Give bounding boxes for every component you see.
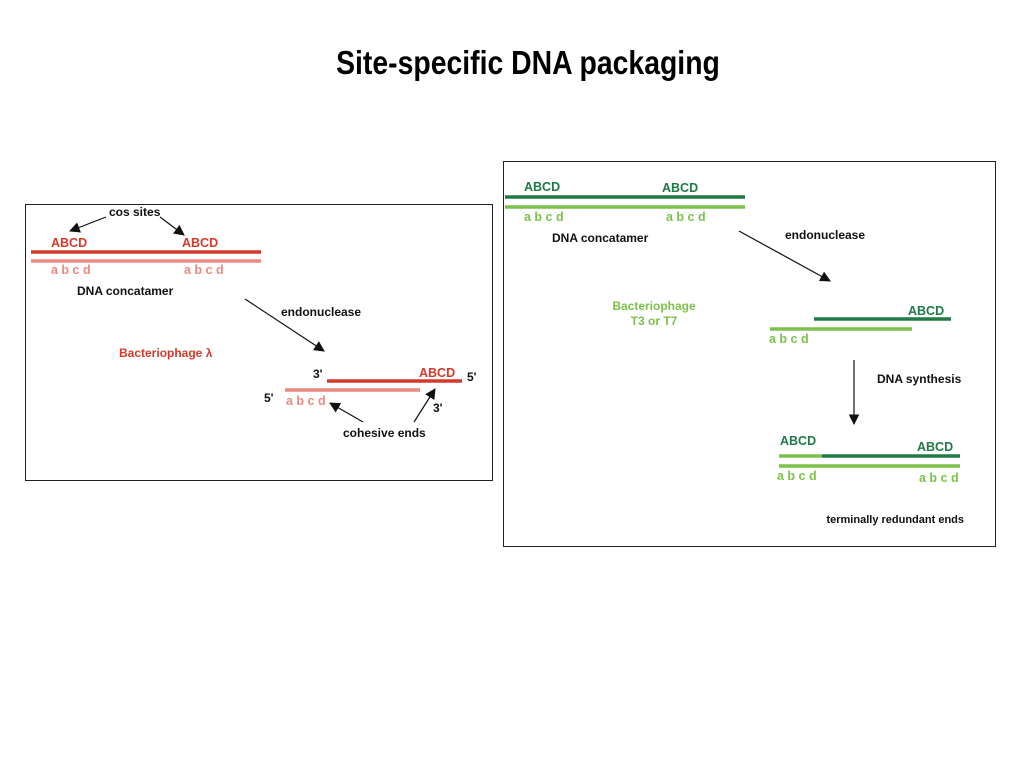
t7-final-lower-seq-right: a b c d <box>919 471 959 485</box>
cohesive-arrow-left <box>329 402 364 423</box>
t7-synthesis-label: DNA synthesis <box>877 372 962 386</box>
t7-endonuclease-label: endonuclease <box>785 228 865 242</box>
t7-lower-seq-2: a b c d <box>666 210 706 224</box>
cohesive-arrow-right <box>413 388 436 423</box>
t7-final-lower-seq-left: a b c d <box>777 469 817 483</box>
t7-redundant-label: terminally redundant ends <box>826 514 964 526</box>
t7-phage-label-line2: T3 or T7 <box>631 314 678 328</box>
lambda-lower-seq-2: a b c d <box>184 263 224 277</box>
lambda-product-upper-seq: ABCD <box>419 366 455 380</box>
lambda-cohesive-label: cohesive ends <box>343 426 426 440</box>
lambda-product-lower-seq: a b c d <box>286 394 326 408</box>
lambda-panel: cos sites ABCD ABCD a b c d a b c d DNA … <box>25 204 493 481</box>
t7-phage-label-line1: Bacteriophage <box>612 299 696 313</box>
cos-site-arrow-right <box>159 216 185 236</box>
lambda-endonuclease-arrow <box>244 298 325 352</box>
page-title: Site-specific DNA packaging <box>336 44 720 81</box>
t7-cut-lower-seq: a b c d <box>769 332 809 346</box>
lambda-upper-seq-2: ABCD <box>182 236 218 250</box>
lambda-concatamer-label: DNA concatamer <box>77 284 174 298</box>
lambda-endonuclease-label: endonuclease <box>281 305 361 319</box>
cos-sites-label: cos sites <box>109 205 161 219</box>
lambda-end-3prime-bottom: 3' <box>433 401 443 415</box>
lambda-end-3prime-top: 3' <box>313 367 323 381</box>
t7-concatamer-label: DNA concatamer <box>552 231 649 245</box>
t7-upper-seq-1: ABCD <box>524 180 560 194</box>
t7-endonuclease-arrow <box>738 230 831 282</box>
lambda-diagram: cos sites ABCD ABCD a b c d a b c d DNA … <box>31 205 477 440</box>
lambda-upper-seq-1: ABCD <box>51 236 87 250</box>
t7-final-upper-seq-right: ABCD <box>917 440 953 454</box>
t7-diagram: ABCD ABCD a b c d a b c d DNA concatamer… <box>505 180 964 526</box>
lambda-end-5prime-top: 5' <box>467 370 477 384</box>
cos-site-arrow-left <box>68 216 107 233</box>
lambda-end-5prime-bottom: 5' <box>264 391 274 405</box>
t7-cut-upper-seq: ABCD <box>908 304 944 318</box>
t7-panel: ABCD ABCD a b c d a b c d DNA concatamer… <box>503 161 996 547</box>
lambda-phage-label: Bacteriophage λ <box>119 346 213 360</box>
t7-lower-seq-1: a b c d <box>524 210 564 224</box>
t7-final-upper-seq-left: ABCD <box>780 434 816 448</box>
lambda-lower-seq-1: a b c d <box>51 263 91 277</box>
t7-upper-seq-2: ABCD <box>662 181 698 195</box>
